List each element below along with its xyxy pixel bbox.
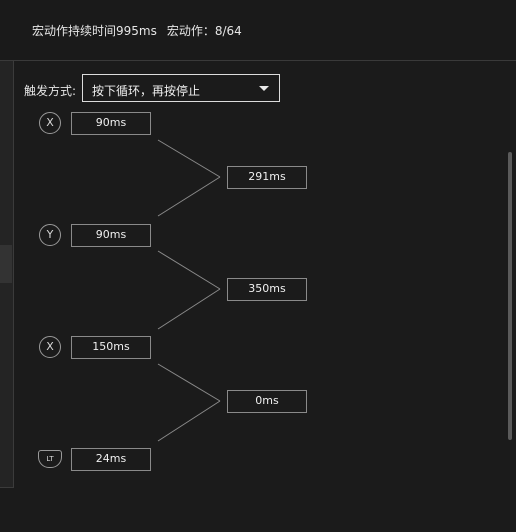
step-interval[interactable]: 350ms	[227, 278, 307, 301]
trigger-mode-label: 触发方式:	[24, 84, 77, 98]
connector-line	[157, 288, 221, 330]
step-interval[interactable]: 0ms	[227, 390, 307, 413]
connector-line	[157, 250, 221, 290]
step-interval[interactable]: 291ms	[227, 166, 307, 189]
lt-trigger-icon: LT	[38, 450, 62, 468]
x-button-icon: X	[39, 336, 61, 358]
x-button-icon: X	[39, 112, 61, 134]
macro-duration-text: 宏动作持续时间995ms	[32, 24, 157, 38]
connector-line	[157, 176, 221, 217]
trigger-mode-value: 按下循环，再按停止	[92, 84, 201, 98]
macro-summary: 宏动作持续时间995ms 宏动作：8/64	[32, 22, 242, 39]
step-duration[interactable]: 90ms	[71, 112, 151, 135]
y-button-icon: Y	[39, 224, 61, 246]
step-duration[interactable]: 24ms	[71, 448, 151, 471]
macro-header: 宏动作持续时间995ms 宏动作：8/64	[0, 0, 516, 61]
left-panel-selected-item[interactable]	[0, 245, 12, 283]
caret-down-icon	[259, 86, 269, 91]
left-panel-edge	[0, 61, 14, 488]
step-duration[interactable]: 150ms	[71, 336, 151, 359]
connector-line	[157, 139, 221, 178]
vertical-scrollbar[interactable]	[508, 152, 512, 440]
macro-count-text: 宏动作：8/64	[166, 24, 242, 38]
connector-line	[157, 363, 221, 402]
connector-line	[157, 400, 221, 442]
step-duration[interactable]: 90ms	[71, 224, 151, 247]
trigger-mode-dropdown[interactable]: 按下循环，再按停止	[82, 74, 280, 102]
